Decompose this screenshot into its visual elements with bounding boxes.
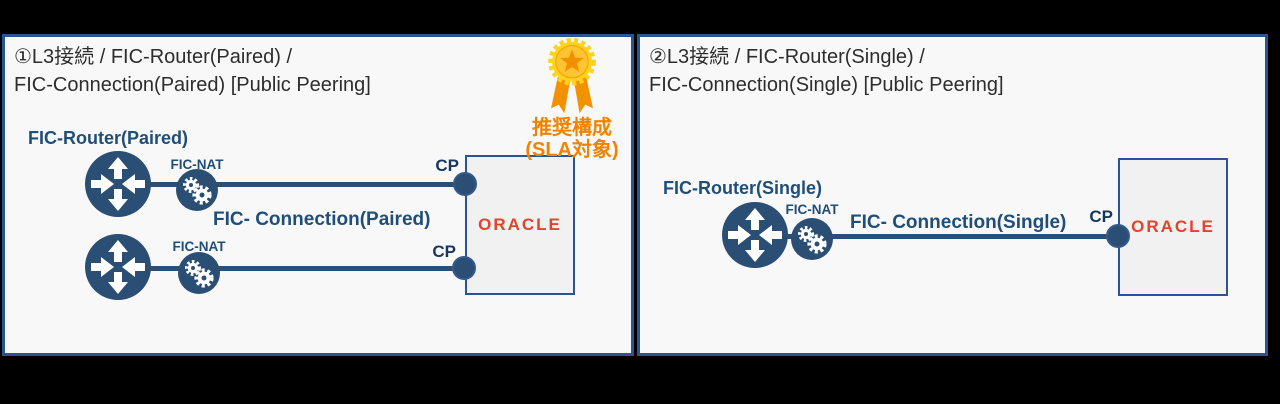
panel-single-title: ②L3接続 / FIC-Router(Single) / FIC-Connect… <box>649 43 1004 99</box>
router-arrows-icon <box>85 151 151 217</box>
badge-subtitle: (SLA対象) <box>525 139 619 161</box>
oracle-cloud-box: ORACLE <box>465 155 575 295</box>
router-paired-label: FIC-Router(Paired) <box>28 128 189 148</box>
cp-label-2: CP <box>432 242 456 261</box>
router-arrows-icon <box>722 202 788 268</box>
gears-icon <box>176 169 218 211</box>
panel-paired-title-line1: ①L3接続 / FIC-Router(Paired) / <box>14 46 292 68</box>
cp-label: CP <box>1089 207 1113 226</box>
router-arrows-icon <box>85 234 151 300</box>
nat-label-1: FIC-NAT <box>170 157 224 172</box>
connection-line-1 <box>118 182 465 187</box>
connection-paired-label: FIC- Connection(Paired) <box>213 209 431 230</box>
connection-line-2 <box>118 266 464 271</box>
connection-line <box>755 234 1118 239</box>
gears-icon <box>791 218 833 260</box>
panel-paired-title-line2: FIC-Connection(Paired) [Public Peering] <box>14 74 371 96</box>
recommended-badge: 推奨構成 (SLA対象) <box>499 37 645 161</box>
badge-title: 推奨構成 <box>532 117 612 139</box>
panel-single: ②L3接続 / FIC-Router(Single) / FIC-Connect… <box>637 34 1268 356</box>
oracle-logo: ORACLE <box>478 215 562 234</box>
panel-single-title-line1: ②L3接続 / FIC-Router(Single) / <box>649 46 925 68</box>
award-medal-icon <box>537 37 607 117</box>
nat-label-2: FIC-NAT <box>172 239 226 254</box>
panel-paired: ①L3接続 / FIC-Router(Paired) / FIC-Connect… <box>2 34 634 356</box>
gears-icon <box>178 252 220 294</box>
oracle-logo: ORACLE <box>1131 217 1215 236</box>
panel-single-title-line2: FIC-Connection(Single) [Public Peering] <box>649 74 1004 96</box>
router-single-label: FIC-Router(Single) <box>663 178 822 198</box>
connection-point-dot <box>452 256 476 280</box>
connection-point-dot <box>453 172 477 196</box>
connection-point-dot <box>1106 224 1130 248</box>
cp-label-1: CP <box>435 156 459 175</box>
panel-paired-title: ①L3接続 / FIC-Router(Paired) / FIC-Connect… <box>14 43 371 99</box>
oracle-cloud-box: ORACLE <box>1118 158 1228 296</box>
nat-label: FIC-NAT <box>785 202 839 217</box>
connection-single-label: FIC- Connection(Single) <box>850 212 1067 233</box>
